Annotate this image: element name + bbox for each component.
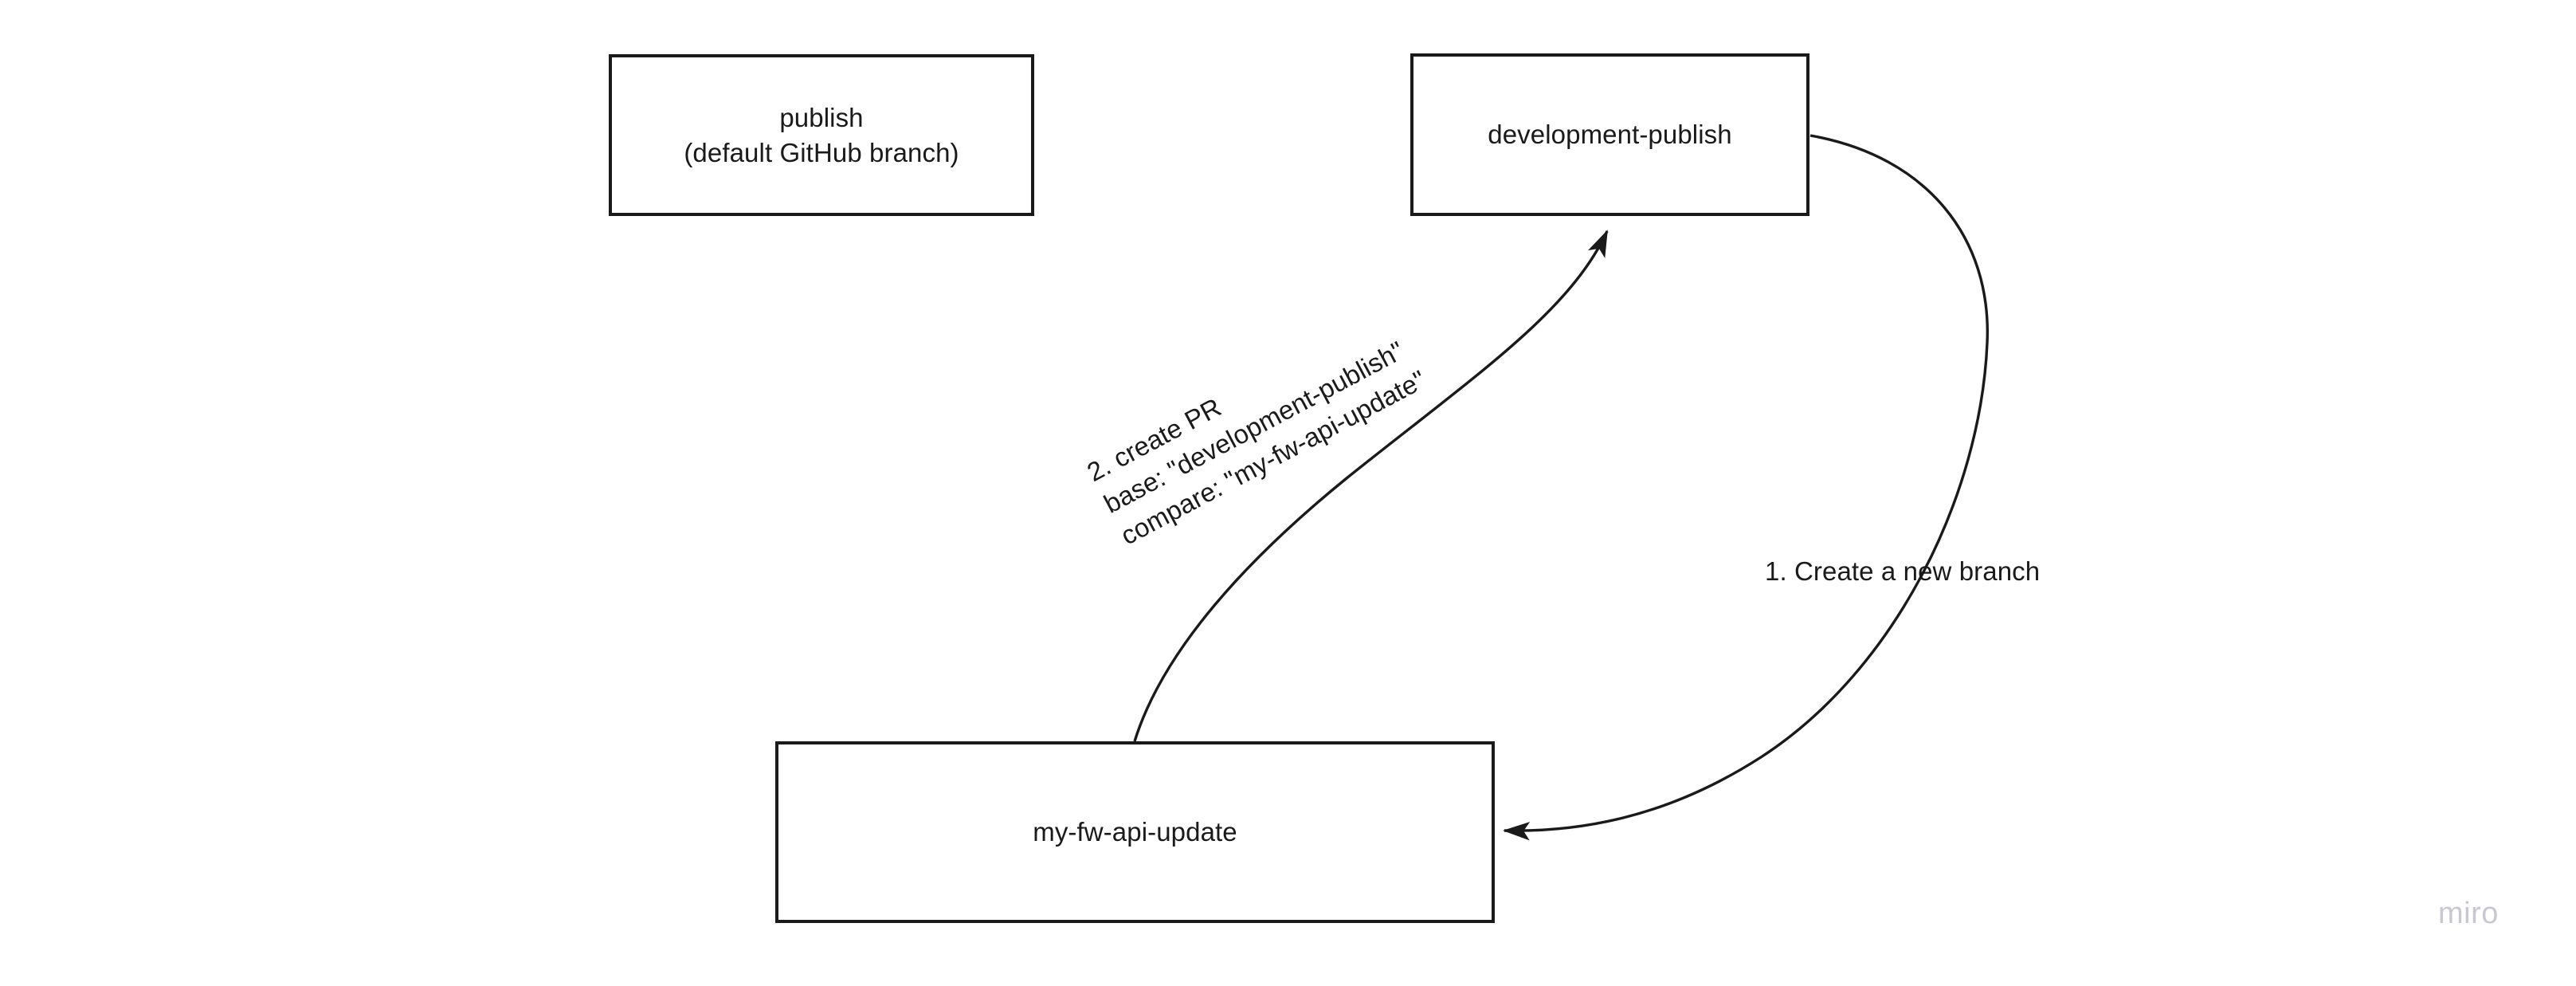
node-my-fw-api-update[interactable]: my-fw-api-update (775, 741, 1495, 923)
node-publish-label: publish (default GitHub branch) (684, 102, 959, 167)
miro-watermark: miro (2438, 897, 2499, 930)
edge-label-create-branch: 1. Create a new branch (1765, 556, 2041, 586)
edge-create-branch-path (1502, 134, 1989, 841)
node-development-publish[interactable]: development-publish (1410, 53, 1809, 216)
node-development-publish-label: development-publish (1488, 120, 1732, 150)
edge-label-create-pr: 2. create PR base: "development-publish"… (1082, 335, 1431, 551)
node-my-fw-api-update-label: my-fw-api-update (1033, 817, 1237, 847)
node-publish[interactable]: publish (default GitHub branch) (609, 54, 1034, 216)
